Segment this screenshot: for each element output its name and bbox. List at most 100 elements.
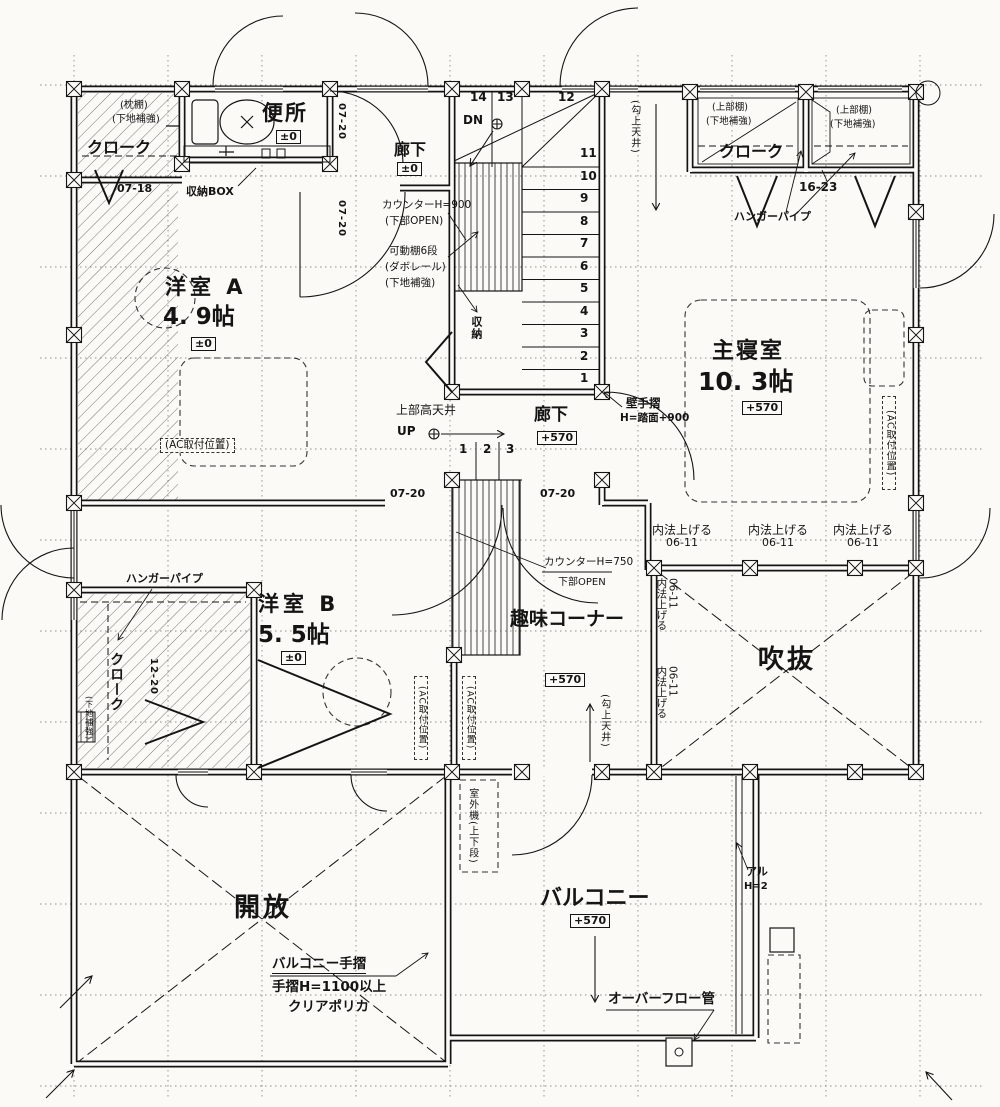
note-shitaji-bl: (下地補強)	[84, 696, 94, 741]
note-slope-ceiling-top: (勾上天井)	[628, 100, 640, 154]
uchinori-text-1: 内法上げる	[652, 523, 713, 537]
note-upper-shelf-2: (上部棚)	[836, 105, 872, 116]
note-makura-shelf: (枕棚)	[120, 100, 148, 111]
toilet-fixture	[166, 99, 275, 156]
note-wall-rail: 壁手摺	[626, 396, 661, 410]
uchinori-v1-text: 内法上げる	[655, 578, 668, 631]
room-hall-upper-label: 廊下	[394, 140, 427, 159]
closet-tl-code: 07-18	[117, 182, 153, 195]
stair-step-9: 9	[580, 191, 589, 205]
closet-bl-code: 12-20	[147, 658, 159, 695]
balcony-details	[665, 776, 795, 1067]
stair-step-2: 2	[580, 348, 589, 363]
note-ac-position-master: (AC取付位置)	[882, 396, 897, 490]
room-hall-mid-level: +570	[537, 431, 578, 445]
stair-dn-label: DN	[463, 113, 484, 127]
stair-step-3: 3	[580, 326, 589, 340]
stair-step-1: 1	[580, 371, 589, 385]
note-alumi-h: H=2	[744, 881, 768, 892]
uchinori-code-2: 06-11	[762, 535, 794, 549]
room-master-label: 主寝室	[712, 339, 785, 364]
note-ac-position-a: (AC取付位置)	[160, 438, 235, 454]
note-hanger-pipe-bl: ハンガーパイプ	[126, 572, 203, 585]
stair-step-4: 4	[580, 303, 589, 318]
note-hanger-pipe-tr: ハンガーパイプ	[734, 210, 811, 223]
note-rail-material: クリアポリカ	[288, 999, 369, 1015]
room-western-a-size: 4. 9帖	[163, 304, 235, 330]
stair-step-13: 13	[497, 90, 514, 104]
room-hobby-label: 趣味コーナー	[510, 608, 625, 630]
note-uchinori-1: 内法上げる 06-11	[652, 524, 712, 549]
note-counter-750: カウンターH=750	[544, 556, 634, 568]
hatched-zones	[74, 93, 250, 768]
closet-tl-label: クローク	[87, 138, 152, 157]
note-ac-position-b1: (AC取付位置)	[414, 676, 428, 760]
room-hobby-level: +570	[545, 673, 586, 687]
direction-arrows	[45, 80, 953, 1101]
note-shitaji-stairs: (下地補強)	[385, 277, 436, 289]
code-07-20-a: 07-20	[335, 103, 347, 140]
note-uchinori-2: 内法上げる 06-11	[748, 524, 808, 549]
stair-step-12: 12	[558, 90, 575, 104]
note-lower-open-900: (下部OPEN)	[385, 215, 444, 227]
note-wall-rail-h: H=踏面+900	[620, 412, 690, 424]
note-counter-900: カウンターH=900	[382, 199, 472, 211]
area-balcony-level: +570	[570, 914, 611, 928]
note-alumi: アル	[746, 865, 768, 878]
note-shitaji-tr2: (下地補強)	[830, 119, 876, 130]
stair-bottom-1: 1	[459, 442, 468, 456]
uchinori-text-2: 内法上げる	[748, 523, 809, 537]
area-balcony-label: バルコニー	[540, 886, 650, 911]
room-master-level: +570	[742, 401, 783, 415]
note-dabo-rail: (ダボレール)	[385, 261, 446, 273]
hanger-pipe-lines	[80, 145, 908, 760]
stair-up-label: UP	[397, 424, 416, 438]
closet-tr-label: クローク	[719, 142, 784, 161]
room-hall-upper-level: ±0	[397, 162, 422, 176]
stair-step-6: 6	[580, 258, 589, 273]
uchinori-code-1: 06-11	[666, 535, 698, 549]
note-upper-shelf-1: (上部棚)	[712, 102, 748, 113]
note-balcony-rail: バルコニー手摺	[272, 956, 367, 974]
room-toilet-label: 便所	[262, 101, 308, 125]
room-western-a-level: ±0	[191, 337, 216, 351]
walls	[70, 85, 920, 1068]
room-western-b-size: 5. 5帖	[258, 622, 330, 648]
uchinori-v1-code: 06-11	[666, 578, 679, 609]
room-toilet-level: ±0	[276, 130, 301, 144]
storage-box-cabinet	[183, 145, 331, 163]
note-movable-shelf: 可動棚6段	[389, 245, 438, 257]
note-high-ceiling: 上部高天井	[396, 403, 457, 417]
note-overflow-pipe: オーバーフロー管	[608, 991, 716, 1007]
stair-step-11: 11	[580, 146, 597, 160]
annotation-leaders	[118, 151, 855, 1040]
note-outdoor-unit: 室外機(上下段)	[466, 788, 478, 864]
note-storage-box: 収納BOX	[186, 185, 234, 198]
closet-bl-label: クローク	[108, 652, 125, 712]
counters	[451, 162, 523, 656]
stair-step-7: 7	[580, 236, 589, 250]
stair-step-14: 14	[470, 90, 487, 104]
code-07-20-b: 07-20	[335, 200, 347, 237]
code-07-20-c: 07-20	[390, 487, 426, 500]
uchinori-text-3: 内法上げる	[833, 523, 894, 537]
stair-step-8: 8	[580, 213, 589, 228]
stair-step-10: 10	[580, 168, 597, 183]
stair-bottom-3: 3	[506, 442, 515, 456]
note-shitaji-tl: (下地補強)	[112, 114, 160, 125]
note-rail-spec: 手摺H=1100以上	[272, 979, 387, 995]
room-western-a-label: 洋室 A	[165, 275, 247, 299]
room-master-size: 10. 3帖	[698, 367, 794, 396]
closet-interiors	[697, 97, 911, 165]
door-arcs	[0, 7, 995, 856]
note-ac-position-b2: (AC取付位置)	[462, 676, 476, 760]
stair-side-numbers: 11 10 9 8 7 6 5 4 3 2 1	[580, 147, 597, 395]
room-void-label: 吹抜	[758, 645, 817, 675]
note-slope-ceiling-bottom: (勾上天井)	[598, 694, 610, 748]
room-hall-mid-label: 廊下	[534, 405, 568, 425]
room-western-b-label: 洋室 B	[258, 592, 340, 616]
stair-bottom-2: 2	[483, 442, 492, 456]
furniture	[134, 267, 905, 1044]
